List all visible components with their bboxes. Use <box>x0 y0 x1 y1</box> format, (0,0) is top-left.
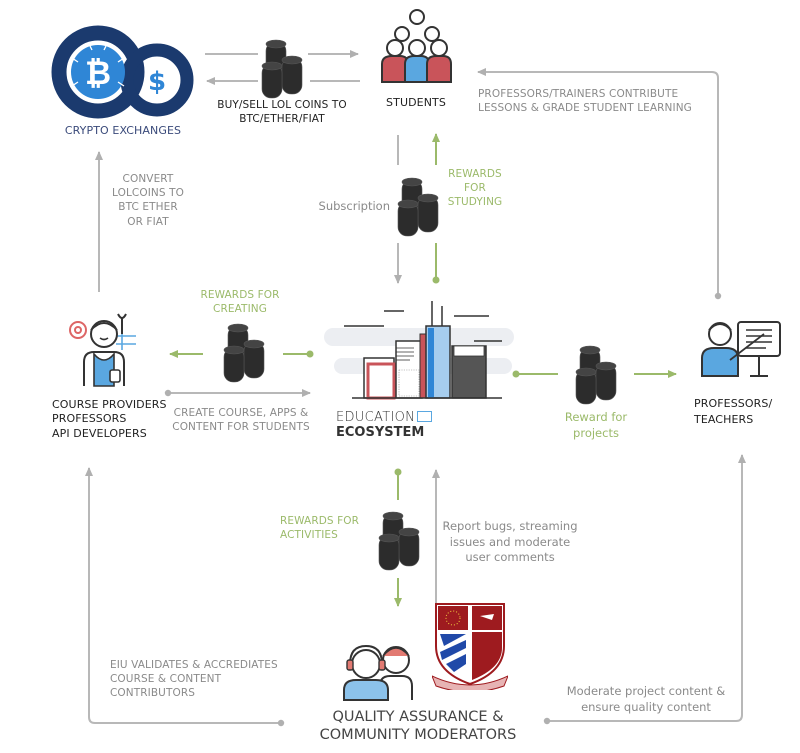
professors-contribute-line-1: PROFESSORS/TRAINERS CONTRIBUTE <box>478 88 679 100</box>
professors-to-students-line <box>477 68 719 296</box>
quality-assurance-line-1: QUALITY ASSURANCE & <box>332 709 504 725</box>
rewards-studying-line-1: REWARDS <box>448 168 502 180</box>
course-providers-line-3: API DEVELOPERS <box>52 426 147 440</box>
coin-stack-icon <box>396 176 442 238</box>
rewards-creating-line-1: REWARDS FOR <box>200 289 280 301</box>
coin-stack-icon <box>222 322 268 384</box>
svg-text:$: $ <box>148 67 166 97</box>
course-providers-line-2: PROFESSORS <box>52 412 127 426</box>
reward-projects-line-1: Reward for <box>564 410 628 424</box>
rewards-studying-line-3: STUDYING <box>447 196 503 209</box>
rewards-activities-line-2: ACTIVITIES <box>280 529 338 542</box>
quality-assurance-label: QUALITY ASSURANCE & COMMUNITY MODERATORS <box>296 708 540 744</box>
reward-projects-line-2: projects <box>573 425 619 440</box>
svg-text:₿: ₿ <box>85 54 111 92</box>
rewards-activities-label: REWARDS FOR ACTIVITIES <box>280 514 370 542</box>
eiu-validates-line-3: CONTRIBUTORS <box>110 687 195 700</box>
support-agents-icon <box>343 644 413 701</box>
report-bugs-line-3: user comments <box>465 550 555 565</box>
developer-worker-icon <box>69 313 136 387</box>
education-label-light: EDUCATION <box>336 410 416 425</box>
professors-contribute-line-2: LESSONS & GRADE STUDENT LEARNING <box>478 102 692 115</box>
subscription-label: Subscription <box>318 199 390 213</box>
professors-teachers-line-1: PROFESSORS/ <box>694 397 773 410</box>
eiu-validates-label: EIU VALIDATES & ACCREDIATES COURSE & CON… <box>110 658 290 701</box>
coin-stack-icon <box>377 510 423 572</box>
crypto-exchanges-label: CRYPTO EXCHANGES <box>64 124 182 137</box>
reward-projects-label: Reward for projects <box>556 410 636 441</box>
create-course-line-1: CREATE COURSE, APPS & <box>173 407 309 419</box>
quality-assurance-line-2: COMMUNITY MODERATORS <box>319 727 517 744</box>
city-skyline-icon <box>324 301 514 400</box>
students-group-icon <box>381 9 452 83</box>
convert-label: CONVERT LOLCOINS TO BTC ETHER OR FIAT <box>108 172 188 229</box>
students-node[interactable] <box>378 4 456 86</box>
course-providers-line-1: COURSE PROVIDERS <box>52 398 167 411</box>
education-label-bold: ECOSYSTEM <box>336 425 425 440</box>
buy-sell-line-1: BUY/SELL LOL COINS TO <box>217 99 347 111</box>
report-bugs-line-2: issues and moderate <box>449 534 571 549</box>
course-providers-label: COURSE PROVIDERS PROFESSORS API DEVELOPE… <box>52 398 172 441</box>
convert-line-2: LOLCOINS TO <box>112 187 184 200</box>
teacher-presentation-icon <box>701 321 781 377</box>
create-course-label: CREATE COURSE, APPS & CONTENT FOR STUDEN… <box>166 406 316 434</box>
coin-stack-icon <box>260 38 306 100</box>
convert-line-1: CONVERT <box>122 173 174 185</box>
eiu-validates-line-1: EIU VALIDATES & ACCREDIATES <box>110 659 278 671</box>
eiu-validates-line-2: COURSE & CONTENT <box>110 673 222 686</box>
create-course-line-2: CONTENT FOR STUDENTS <box>172 421 310 434</box>
moderate-project-label: Moderate project content & ensure qualit… <box>558 684 734 715</box>
education-ecosystem-node[interactable] <box>324 296 516 400</box>
buy-sell-label: BUY/SELL LOL COINS TO BTC/ETHER/FIAT <box>212 98 352 126</box>
moderate-project-line-2: ensure quality content <box>581 699 711 714</box>
moderate-project-line <box>547 454 746 722</box>
rewards-studying-line-2: FOR <box>464 182 486 195</box>
convert-line-3: BTC ETHER <box>118 201 178 214</box>
professors-teachers-line-2: TEACHERS <box>694 412 754 426</box>
education-ecosystem-label: EDUCATIONECOSYSTEM <box>336 410 516 440</box>
rewards-creating-line-2: CREATING <box>213 303 267 316</box>
monitor-icon <box>417 411 433 422</box>
rewards-creating-label: REWARDS FOR CREATING <box>190 288 290 316</box>
report-bugs-label: Report bugs, streaming issues and modera… <box>440 519 580 566</box>
students-label: STUDENTS <box>386 96 446 109</box>
university-crest-icon <box>431 602 509 693</box>
eiu-validates-line <box>85 467 281 724</box>
rewards-activities-line-1: REWARDS FOR <box>280 515 360 527</box>
report-bugs-line-1: Report bugs, streaming <box>442 519 578 533</box>
crypto-exchange-logo-icon: ₿ $ <box>51 25 194 119</box>
buy-sell-line-2: BTC/ETHER/FIAT <box>239 113 325 126</box>
quality-assurance-node[interactable] <box>340 636 422 702</box>
coin-stack-icon <box>574 344 620 406</box>
moderate-project-line-1: Moderate project content & <box>566 684 726 698</box>
convert-line-4: OR FIAT <box>127 215 169 228</box>
crypto-exchanges-node[interactable]: ₿ $ <box>48 22 198 122</box>
professors-teachers-node[interactable] <box>700 316 784 382</box>
course-providers-node[interactable] <box>64 308 144 388</box>
professors-contribute-label: PROFESSORS/TRAINERS CONTRIBUTE LESSONS &… <box>478 87 708 115</box>
rewards-studying-label: REWARDS FOR STUDYING <box>442 167 508 210</box>
professors-teachers-label: PROFESSORS/ TEACHERS <box>694 396 794 428</box>
